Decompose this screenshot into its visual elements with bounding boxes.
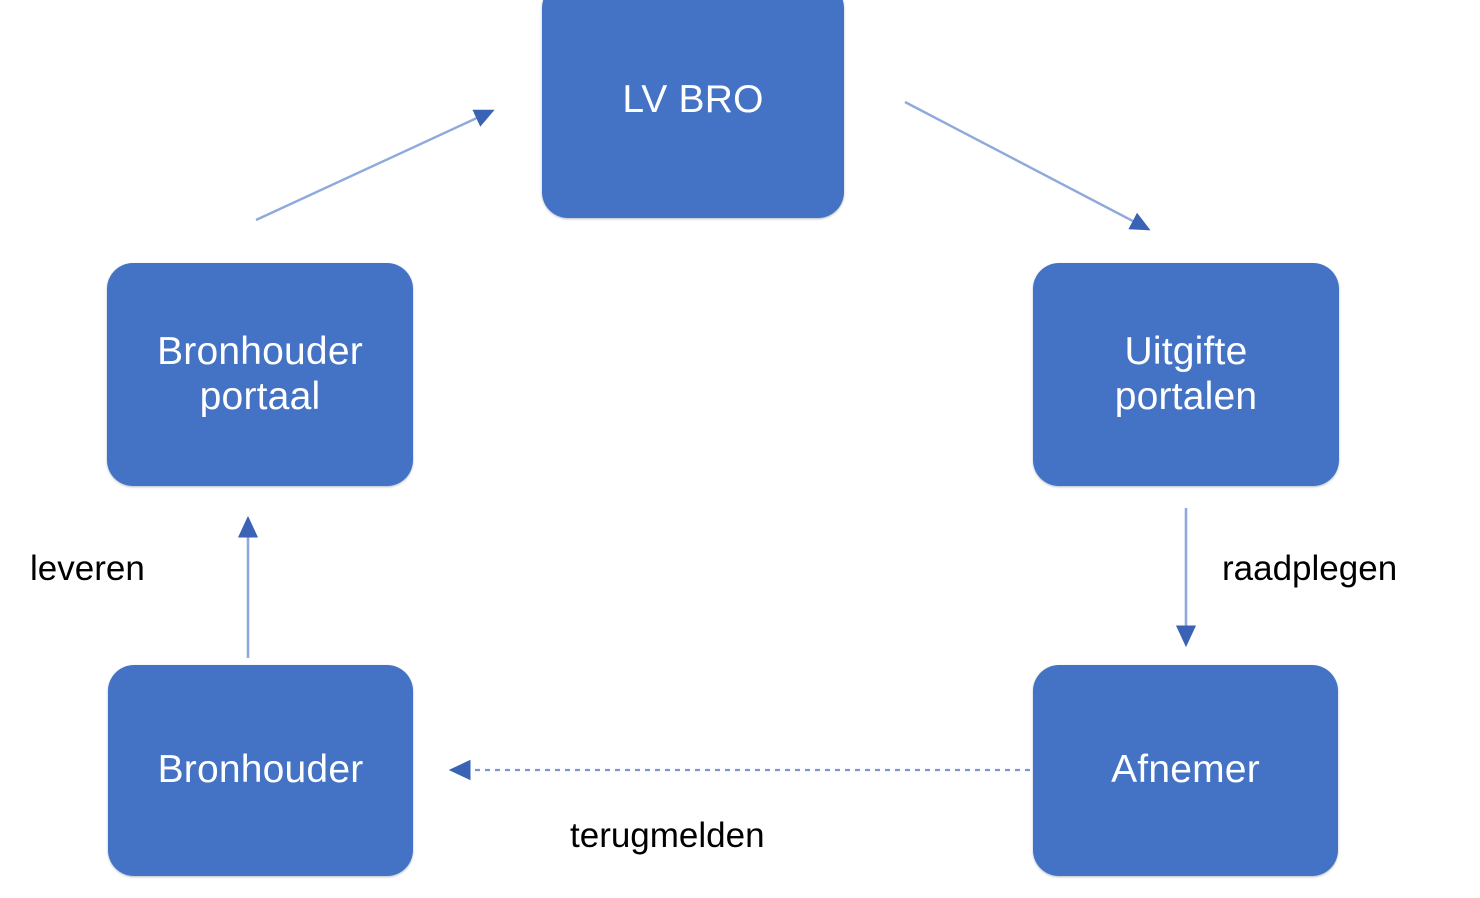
edge-label-leveren: leveren — [30, 549, 145, 588]
edge-label-terugmelden: terugmelden — [570, 816, 765, 855]
node-afnemer-label-line-1: Afnemer — [1111, 748, 1260, 792]
edge-bronhouder-portaal-to-lv-bro — [255, 109, 495, 222]
node-uitgifte-portalen-label-line-2: portalen — [1114, 374, 1258, 418]
edge-label-raadplegen: raadplegen — [1222, 549, 1398, 588]
node-bronhouder-label-line-1: Bronhouder — [157, 748, 364, 792]
node-afnemer[interactable]: Afnemer — [1033, 665, 1338, 876]
node-lv-bro-label-line-1: LV BRO — [622, 77, 764, 121]
node-uitgifte-portalen[interactable]: Uitgifte portalen — [1033, 263, 1339, 486]
node-bronhouder-portaal[interactable]: Bronhouder portaal — [107, 263, 413, 486]
node-bronhouder-portaal-label-line-2: portaal — [199, 374, 321, 418]
node-bronhouder-portaal-label-line-1: Bronhouder — [157, 329, 363, 373]
node-lv-bro[interactable]: LV BRO — [542, 0, 844, 218]
edge-lv-bro-to-uitgifte-portalen — [904, 100, 1151, 231]
node-uitgifte-portalen-label-line-1: Uitgifte — [1124, 329, 1248, 373]
node-bronhouder[interactable]: Bronhouder — [108, 665, 413, 876]
